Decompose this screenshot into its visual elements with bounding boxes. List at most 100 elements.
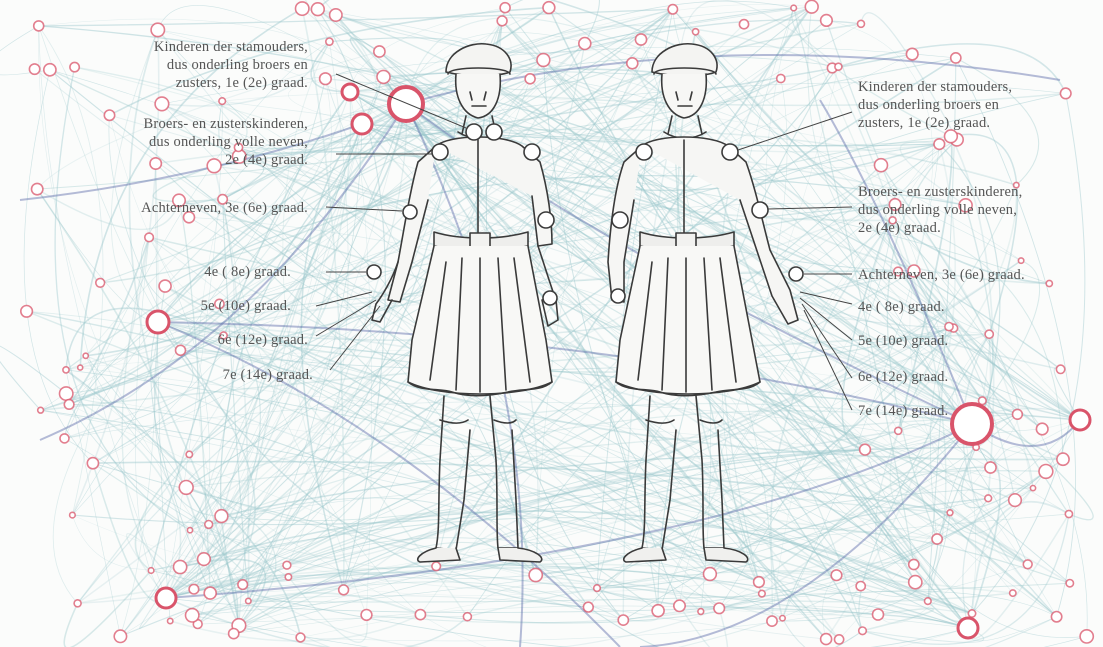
- network-node: [583, 602, 593, 612]
- network-node: [635, 34, 646, 45]
- left-joint-elbow: [403, 205, 417, 219]
- network-node: [219, 98, 226, 105]
- right-joint-shoulder: [722, 144, 738, 160]
- left-joint-wrist-r: [543, 291, 557, 305]
- network-node: [189, 584, 199, 594]
- network-edge: [0, 344, 66, 411]
- network-node: [693, 29, 699, 35]
- network-node: [500, 3, 510, 13]
- network-node: [968, 610, 975, 617]
- network-node: [74, 600, 81, 607]
- network-node: [78, 365, 83, 370]
- network-edge: [0, 26, 50, 75]
- network-node: [238, 580, 248, 590]
- network-node: [32, 183, 43, 194]
- network-node: [145, 233, 154, 242]
- network-node: [283, 561, 291, 569]
- network-node: [985, 495, 992, 502]
- network-node: [895, 427, 902, 434]
- network-node: [835, 63, 842, 70]
- network-node: [1023, 560, 1032, 569]
- network-node: [104, 110, 114, 120]
- network-node: [96, 278, 105, 287]
- network-node: [543, 2, 555, 14]
- network-node: [432, 562, 441, 571]
- right-label-6e-graad: 6e (12e) graad.: [858, 368, 948, 386]
- network-node: [1018, 258, 1023, 263]
- network-hub-node: [958, 618, 978, 638]
- right-label-5e-graad: 5e (10e) graad.: [858, 332, 948, 350]
- network-node: [83, 353, 88, 358]
- left-joint-neck-2: [486, 124, 502, 140]
- network-node: [985, 330, 993, 338]
- right-joint-wrist-l: [611, 289, 625, 303]
- network-node: [168, 618, 173, 623]
- network-node: [951, 53, 961, 63]
- network-node: [497, 16, 507, 26]
- left-joint-shoulder: [432, 144, 448, 160]
- left-label-6e-graad: 6e (12e) graad.: [218, 331, 308, 349]
- network-node: [1046, 280, 1052, 286]
- network-node: [59, 387, 72, 400]
- network-node: [860, 444, 871, 455]
- network-node: [525, 74, 535, 84]
- network-node: [285, 574, 291, 580]
- network-node: [1080, 630, 1093, 643]
- network-hub-node: [352, 114, 372, 134]
- network-node: [821, 15, 833, 27]
- network-node: [909, 559, 919, 569]
- network-node: [339, 585, 349, 595]
- network-node: [44, 64, 56, 76]
- network-node: [229, 629, 239, 639]
- network-node: [791, 5, 797, 11]
- network-edge: [166, 598, 467, 647]
- network-node: [831, 570, 842, 581]
- network-node: [1066, 580, 1073, 587]
- network-node: [979, 397, 987, 405]
- network-node: [674, 600, 685, 611]
- left-label-3e-graad: Achterneven, 3e (6e) graad.: [141, 199, 308, 217]
- right-label-4e-graad: 4e ( 8e) graad.: [858, 298, 945, 316]
- network-node: [311, 3, 324, 16]
- network-node: [821, 634, 832, 645]
- network-hub-node: [389, 87, 423, 121]
- network-node: [985, 462, 996, 473]
- left-joint-shoulder-r: [524, 144, 540, 160]
- network-node: [698, 609, 704, 615]
- right-joint-elbow-l: [612, 212, 628, 228]
- right-joint-elbow: [752, 202, 768, 218]
- network-node: [326, 38, 333, 45]
- network-node: [934, 139, 945, 150]
- network-node: [594, 585, 601, 592]
- network-node: [873, 609, 884, 620]
- network-node: [1039, 465, 1053, 479]
- network-edge: [66, 370, 120, 636]
- network-node: [947, 510, 953, 516]
- network-hub-node: [147, 311, 169, 333]
- network-node: [186, 609, 199, 622]
- network-node: [63, 367, 69, 373]
- network-node: [463, 613, 471, 621]
- network-node: [805, 0, 818, 13]
- network-node: [618, 615, 628, 625]
- network-hub-node: [952, 404, 992, 444]
- left-joint-wrist: [367, 265, 381, 279]
- left-label-2e-graad: Broers- en zusterskinderen, dus onderlin…: [144, 115, 308, 169]
- network-node: [114, 630, 126, 642]
- network-node: [1030, 486, 1035, 491]
- network-node: [932, 534, 942, 544]
- network-node: [205, 521, 213, 529]
- network-node: [198, 553, 211, 566]
- network-node: [909, 576, 922, 589]
- network-node: [652, 605, 664, 617]
- network-node: [374, 46, 385, 57]
- network-node: [767, 616, 777, 626]
- network-node: [330, 9, 342, 21]
- network-edge: [39, 9, 673, 26]
- left-joint-neck-1: [466, 124, 482, 140]
- right-label-7e-graad: 7e (14e) graad.: [858, 402, 948, 420]
- network-node: [29, 64, 39, 74]
- network-node: [858, 20, 865, 27]
- network-node: [1056, 365, 1064, 373]
- network-node: [627, 58, 638, 69]
